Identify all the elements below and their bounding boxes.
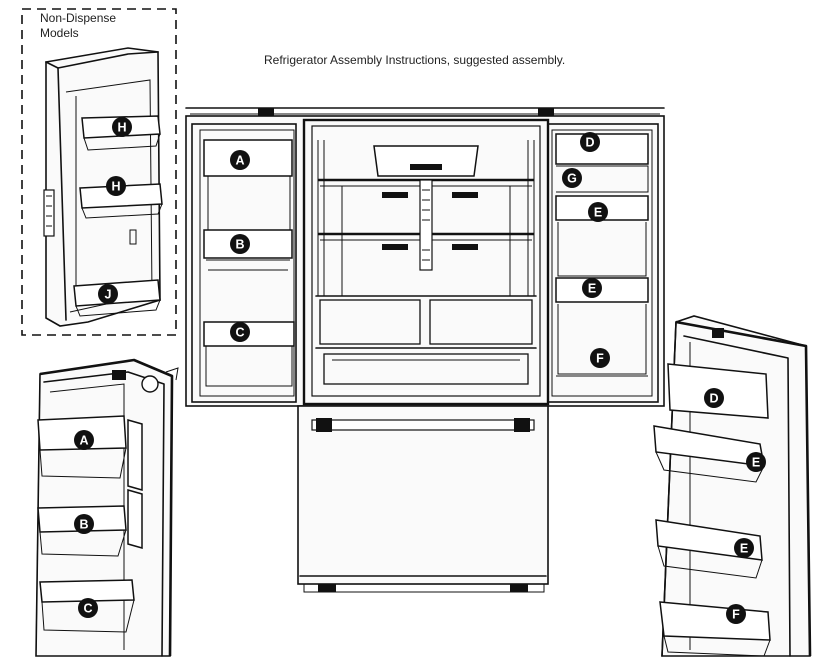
svg-text:B: B <box>235 238 244 252</box>
svg-text:B: B <box>79 518 88 532</box>
non-dispense-inset: Non-Dispense Models <box>21 8 177 336</box>
svg-text:E: E <box>594 206 602 220</box>
svg-text:D: D <box>709 392 718 406</box>
svg-text:C: C <box>235 326 244 340</box>
part-label-a-center: A <box>230 150 250 170</box>
part-label-c-center: C <box>230 322 250 342</box>
part-label-d-center: D <box>580 132 600 152</box>
svg-text:G: G <box>567 172 577 186</box>
svg-text:D: D <box>585 136 594 150</box>
part-label-b-left-door: B <box>74 514 94 534</box>
part-label-group: A B C D G E E F <box>74 117 766 624</box>
part-label-e-upper-center: E <box>588 202 608 222</box>
part-label-b-center: B <box>230 234 250 254</box>
part-label-a-left-door: A <box>74 430 94 450</box>
svg-text:C: C <box>83 602 92 616</box>
part-label-e-upper-right-door: E <box>746 452 766 472</box>
left-door-drawing <box>35 358 179 657</box>
part-label-e-lower-center: E <box>582 278 602 298</box>
non-dispense-door-drawing <box>43 47 163 327</box>
part-label-c-left-door: C <box>78 598 98 618</box>
inset-caption-line2: Models <box>40 26 79 40</box>
diagram-title: Refrigerator Assembly Instructions, sugg… <box>264 53 565 67</box>
part-label-j-inset: J <box>98 284 118 304</box>
svg-text:A: A <box>235 154 244 168</box>
svg-text:J: J <box>105 288 112 302</box>
refrigerator-body-drawing <box>185 107 665 593</box>
svg-text:F: F <box>732 608 740 622</box>
part-label-f-right-door: F <box>726 604 746 624</box>
svg-text:E: E <box>588 282 596 296</box>
svg-text:H: H <box>117 121 126 135</box>
part-label-d-right-door: D <box>704 388 724 408</box>
svg-text:A: A <box>79 434 88 448</box>
svg-text:F: F <box>596 352 604 366</box>
part-label-f-center: F <box>590 348 610 368</box>
part-label-g-center: G <box>562 168 582 188</box>
part-label-e-lower-right-door: E <box>734 538 754 558</box>
svg-text:H: H <box>111 180 120 194</box>
svg-text:E: E <box>752 456 760 470</box>
inset-caption-line1: Non-Dispense <box>40 11 116 25</box>
part-label-h-upper-inset: H <box>112 117 132 137</box>
svg-text:E: E <box>740 542 748 556</box>
part-label-h-lower-inset: H <box>106 176 126 196</box>
